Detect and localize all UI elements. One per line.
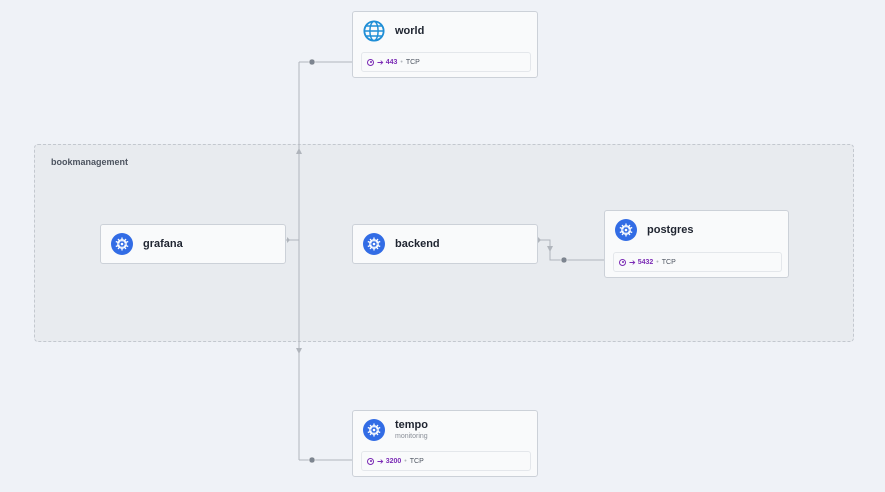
port-icon (619, 258, 626, 266)
port-protocol: TCP (409, 457, 424, 465)
node-namespace: monitoring (395, 433, 428, 440)
port-row[interactable]: ➔ 3200 • TCP (361, 451, 531, 471)
arrow-postgres (547, 246, 553, 252)
port-row[interactable]: ➔ 5432 • TCP (613, 252, 782, 272)
kubernetes-icon (363, 233, 385, 255)
node-postgres[interactable]: postgres ➔ 5432 • TCP (604, 210, 789, 278)
arrow-right-icon: ➔ (377, 57, 384, 67)
node-name: tempo (395, 419, 428, 431)
arrow-right-icon: ➔ (377, 456, 384, 466)
port-number: 5432 (637, 258, 654, 266)
separator-dot: • (404, 457, 407, 465)
port-row[interactable]: ➔ 443 • TCP (361, 52, 531, 72)
node-name: backend (395, 237, 440, 250)
port-protocol: TCP (405, 58, 420, 66)
port-number: 3200 (385, 457, 402, 465)
kubernetes-icon (615, 219, 637, 241)
kubernetes-icon (363, 419, 385, 441)
arrow-right-icon: ➔ (629, 257, 636, 267)
node-world[interactable]: world ➔ 443 • TCP (352, 11, 538, 78)
namespace-label: bookmanagement (51, 157, 129, 167)
junction-postgres (560, 256, 568, 264)
port-icon (367, 457, 374, 465)
node-grafana[interactable]: grafana (100, 224, 286, 264)
node-backend[interactable]: backend (352, 224, 538, 264)
port-icon (367, 58, 374, 66)
edge-postgres (537, 239, 614, 261)
handle-backend (538, 237, 541, 243)
node-name: postgres (647, 223, 694, 236)
port-number: 443 (385, 58, 398, 66)
globe-icon (363, 20, 385, 42)
junction-world (308, 58, 316, 66)
handle-grafana (287, 237, 290, 243)
kubernetes-icon (111, 233, 133, 255)
separator-dot: • (656, 258, 659, 266)
node-name: grafana (143, 237, 183, 250)
node-tempo[interactable]: tempo monitoring ➔ 3200 • TCP (352, 410, 538, 477)
node-name: world (395, 24, 425, 37)
arrow-up (296, 148, 302, 154)
arrow-down (296, 348, 302, 354)
junction-tempo (308, 456, 316, 464)
separator-dot: • (400, 58, 403, 66)
port-protocol: TCP (661, 258, 676, 266)
